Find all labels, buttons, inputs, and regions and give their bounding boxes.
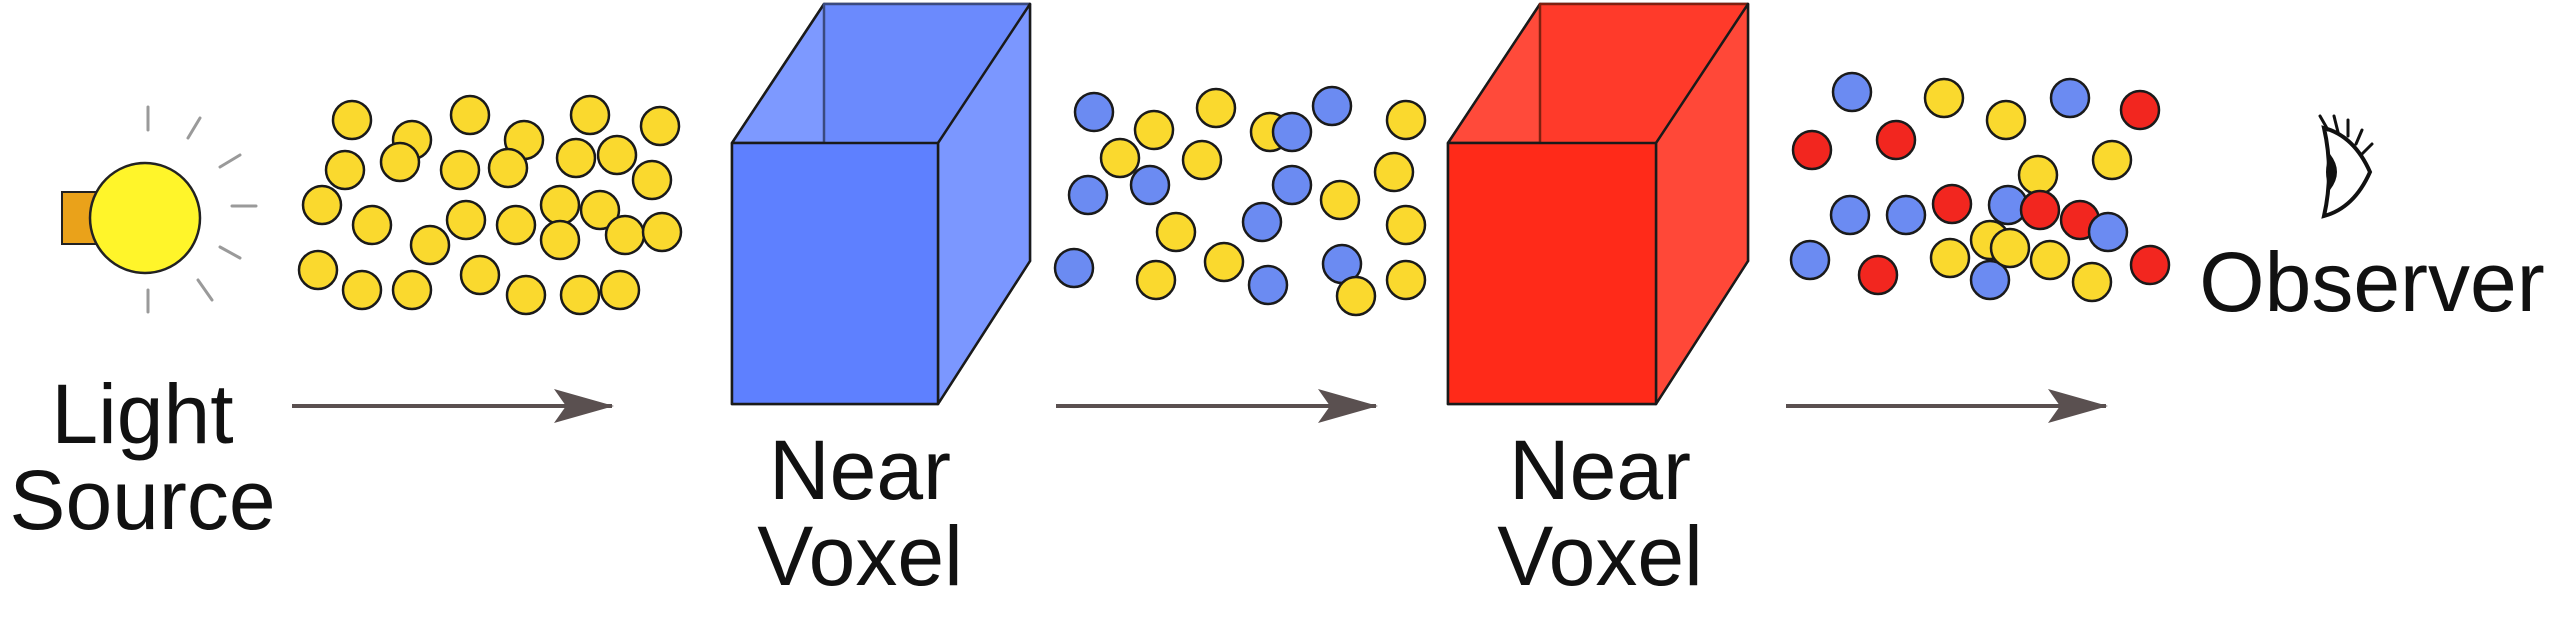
blue-photon [1311, 85, 1353, 127]
yellow-photon [449, 94, 491, 136]
blue-photon [1053, 247, 1095, 289]
yellow-photon [604, 214, 646, 256]
yellow-photon [2029, 239, 2071, 281]
yellow-photon [301, 184, 343, 226]
yellow-photon [409, 224, 451, 266]
yellow-photon [1335, 275, 1377, 317]
observer-label: Observer [2199, 235, 2545, 329]
blue-photon [1885, 194, 1927, 236]
yellow-photon [1385, 99, 1427, 141]
red-photon [1857, 254, 1899, 296]
yellow-photon [579, 189, 621, 231]
yellow-photon [539, 184, 581, 226]
yellow-photon [559, 274, 601, 316]
yellow-photon [1929, 237, 1971, 279]
yellow-photon [1099, 137, 1141, 179]
photons-after-source [297, 94, 683, 316]
light-source-label-line2: Source [9, 452, 276, 547]
yellow-photon [2091, 139, 2133, 181]
red-photon [1791, 129, 1833, 171]
near-voxel-label-1-line1: Near [768, 423, 952, 517]
near-voxel-label-1-line2: Voxel [757, 508, 963, 603]
blue-photon [2087, 211, 2129, 253]
yellow-photon [341, 269, 383, 311]
yellow-photon [439, 149, 481, 191]
blue-photon [1969, 259, 2011, 301]
yellow-photon [324, 149, 366, 191]
red-photon [2119, 89, 2161, 131]
blue-photon [1073, 91, 1115, 133]
yellow-photon [1155, 211, 1197, 253]
near-voxel-label-2: Near Voxel [1430, 423, 1770, 603]
yellow-photon [379, 141, 421, 183]
yellow-photon [599, 269, 641, 311]
near-voxel-label-2-line2: Voxel [1497, 508, 1703, 603]
yellow-photon [1385, 259, 1427, 301]
blue-photon [1067, 174, 1109, 216]
yellow-photon [569, 94, 611, 136]
light-source-label: Light Source [0, 367, 285, 547]
yellow-photon [487, 147, 529, 189]
yellow-photon [391, 269, 433, 311]
red-photon [1931, 183, 1973, 225]
yellow-photon [596, 134, 638, 176]
yellow-photon [495, 204, 537, 246]
yellow-photon [1195, 87, 1237, 129]
yellow-photon [1135, 259, 1177, 301]
yellow-photon [1319, 179, 1361, 221]
blue-photon [1241, 201, 1283, 243]
yellow-photon [631, 159, 673, 201]
light-bulb-icon [61, 105, 258, 314]
yellow-photon [1989, 227, 2031, 269]
yellow-photon [297, 249, 339, 291]
red-photon [2129, 244, 2171, 286]
blue-photon [1789, 239, 1831, 281]
blue-photon [1271, 111, 1313, 153]
yellow-photon [2017, 154, 2059, 196]
blue-photon [1829, 194, 1871, 236]
yellow-photon [331, 99, 373, 141]
near-voxel-label-1: Near Voxel [690, 423, 1030, 603]
eye-icon [2318, 114, 2374, 219]
blue-voxel-cube [730, 2, 1032, 406]
yellow-photon [445, 199, 487, 241]
red-voxel-cube [1446, 2, 1750, 406]
yellow-photon [459, 254, 501, 296]
light-source-label-line1: Light [51, 367, 234, 461]
blue-photon [2049, 77, 2091, 119]
yellow-photon [1133, 109, 1175, 151]
blue-photon [1831, 71, 1873, 113]
yellow-photon [1181, 139, 1223, 181]
blue-photon [1271, 164, 1313, 206]
blue-photon [1129, 164, 1171, 206]
red-photon [1875, 119, 1917, 161]
red-photon [2019, 189, 2061, 231]
yellow-photon [2071, 261, 2113, 303]
yellow-photon [351, 204, 393, 246]
yellow-photon [539, 219, 581, 261]
yellow-photon [1373, 151, 1415, 193]
photons-after-blue-voxel [1053, 85, 1427, 317]
yellow-photon [555, 137, 597, 179]
yellow-photon [1203, 241, 1245, 283]
yellow-photon [1985, 99, 2027, 141]
yellow-photon [1923, 77, 1965, 119]
photons-after-red-voxel [1789, 71, 2171, 303]
yellow-photon [1385, 204, 1427, 246]
yellow-photon [639, 105, 681, 147]
near-voxel-label-2-line1: Near [1508, 423, 1692, 517]
blue-photon [1247, 264, 1289, 306]
yellow-photon [641, 211, 683, 253]
yellow-photon [505, 274, 547, 316]
